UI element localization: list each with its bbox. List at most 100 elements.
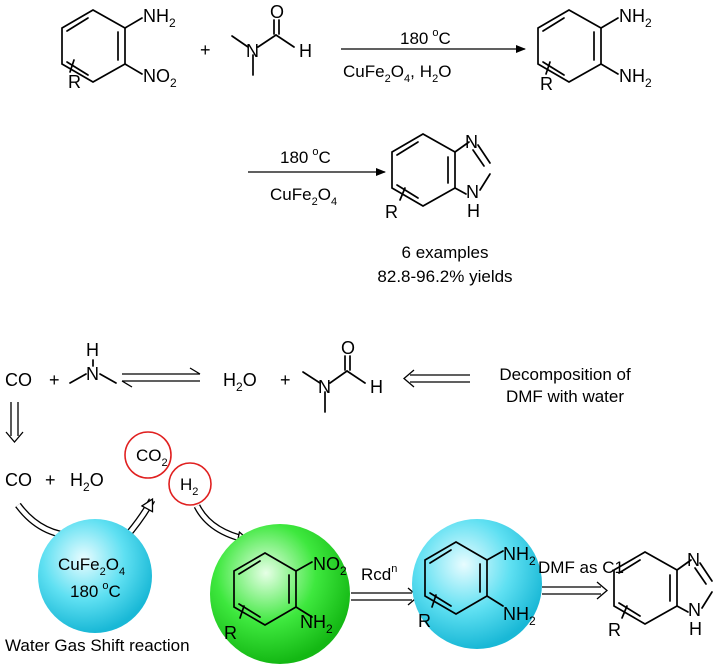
subscript-2: 2 (326, 622, 333, 636)
svg-text:NH2: NH2 (300, 612, 333, 636)
examples-count: 6 examples (402, 243, 489, 262)
label-h: H (467, 201, 480, 221)
svg-text:CuFe2O4: CuFe2O4 (58, 555, 125, 578)
subscript-2: 2 (529, 614, 536, 628)
svg-text:H2O: H2O (70, 470, 104, 494)
subscript-2: 2 (312, 196, 318, 208)
subscript-2: 2 (645, 16, 652, 30)
label-n: N (687, 550, 700, 570)
label-water-h: H (70, 470, 83, 490)
yield-range: 82.8-96.2% yields (377, 267, 512, 286)
label-cufe: CuFe (343, 62, 385, 81)
curved-arrow-h2 (193, 504, 249, 544)
label-rcd-sup: n (391, 563, 397, 575)
benzimidazole-structure: N N H R (385, 132, 491, 222)
subscript-2: 2 (100, 566, 106, 578)
label-r: R (418, 611, 431, 631)
label-water-o: O (438, 62, 451, 81)
dmf-c1-label: DMF as C1 (538, 558, 624, 577)
subscript-4: 4 (404, 73, 410, 85)
label-temp: 180 (70, 582, 98, 601)
nitroaniline-structure: NO2 NH2 R (224, 552, 347, 643)
label-nh2: NH (619, 6, 645, 26)
label-r: R (385, 202, 398, 222)
label-water-o: O (90, 470, 104, 490)
label-nh2: NH (143, 6, 169, 26)
subscript-2: 2 (83, 480, 90, 494)
subscript-2: 2 (192, 486, 198, 498)
label-n: N (466, 182, 479, 202)
degree-mark: o (432, 27, 438, 39)
label-o: O (341, 338, 355, 358)
label-n: N (688, 600, 701, 620)
benzimidazole-structure: N N H R (608, 550, 713, 640)
subscript-2: 2 (432, 73, 438, 85)
label-h: H (299, 41, 312, 61)
label-h: H (370, 377, 383, 397)
svg-text:NH2: NH2 (503, 544, 536, 568)
subscript-2: 2 (529, 554, 536, 568)
svg-text:NO2: NO2 (313, 554, 347, 578)
label-water-o: O (243, 370, 257, 390)
svg-text:H2O: H2O (223, 370, 257, 394)
label-celsius: C (439, 29, 451, 48)
label-nh2: NH (503, 544, 529, 564)
label-rcd: Rcd (361, 565, 391, 584)
svg-text:NH2: NH2 (619, 6, 652, 30)
svg-text:Rcdn: Rcdn (361, 563, 397, 584)
h2-circle (168, 462, 212, 506)
label-n: N (465, 132, 478, 152)
comma: , (410, 62, 415, 81)
label-water-h: H (420, 62, 432, 81)
label-nh2: NH (619, 66, 645, 86)
plus-sign: + (200, 40, 211, 60)
diamine-structure: NH2 NH2 R (537, 6, 652, 94)
double-arrow-left (402, 369, 470, 388)
label-cufe-o: O (318, 185, 331, 204)
label-r: R (540, 74, 553, 94)
svg-text:CuFe2O4: CuFe2O4 (270, 185, 337, 208)
svg-text:NH2: NH2 (143, 6, 176, 30)
label-cufe: CuFe (58, 555, 100, 574)
double-arrow-down (5, 402, 24, 444)
water-gas-shift-label: Water Gas Shift reaction (5, 636, 190, 655)
plus-sign: + (49, 370, 60, 390)
dmf-structure: O N H (231, 2, 312, 76)
plus-sign: + (45, 470, 56, 490)
subscript-2: 2 (340, 564, 347, 578)
decomposition-line-2: DMF with water (506, 387, 624, 406)
svg-text:CuFe2O4,H2O: CuFe2O4,H2O (343, 62, 451, 85)
label-temp: 180 (280, 148, 308, 167)
catalyst-sphere (38, 519, 152, 633)
label-co: CO (5, 470, 32, 490)
equilibrium-arrow (121, 367, 201, 388)
label-temp: 180 (400, 29, 428, 48)
label-celsius: C (109, 582, 121, 601)
diamine-structure: NH2 NH2 R (418, 541, 536, 631)
subscript-2: 2 (385, 73, 391, 85)
label-nh2: NH (503, 604, 529, 624)
label-h: H (689, 619, 702, 639)
label-nh2: NH (300, 612, 326, 632)
label-celsius: C (319, 148, 331, 167)
label-h: H (86, 340, 99, 360)
diamine-sphere (412, 519, 542, 649)
double-arrow-reduction (351, 587, 420, 606)
label-co2: CO (136, 446, 162, 465)
label-cufe-o: O (391, 62, 404, 81)
double-arrow-cyclization (542, 581, 609, 600)
subscript-4: 4 (119, 566, 125, 578)
dmf-structure: O N H (302, 338, 383, 413)
plus-sign: + (280, 370, 291, 390)
label-no2: NO (143, 66, 170, 86)
label-cufe: CuFe (270, 185, 312, 204)
subscript-2: 2 (645, 76, 652, 90)
label-no2: NO (313, 554, 340, 574)
label-n: N (86, 364, 99, 384)
nitroaniline-structure: NH2 NO2 R (61, 6, 177, 92)
dimethylamine-structure: H N (69, 340, 117, 384)
